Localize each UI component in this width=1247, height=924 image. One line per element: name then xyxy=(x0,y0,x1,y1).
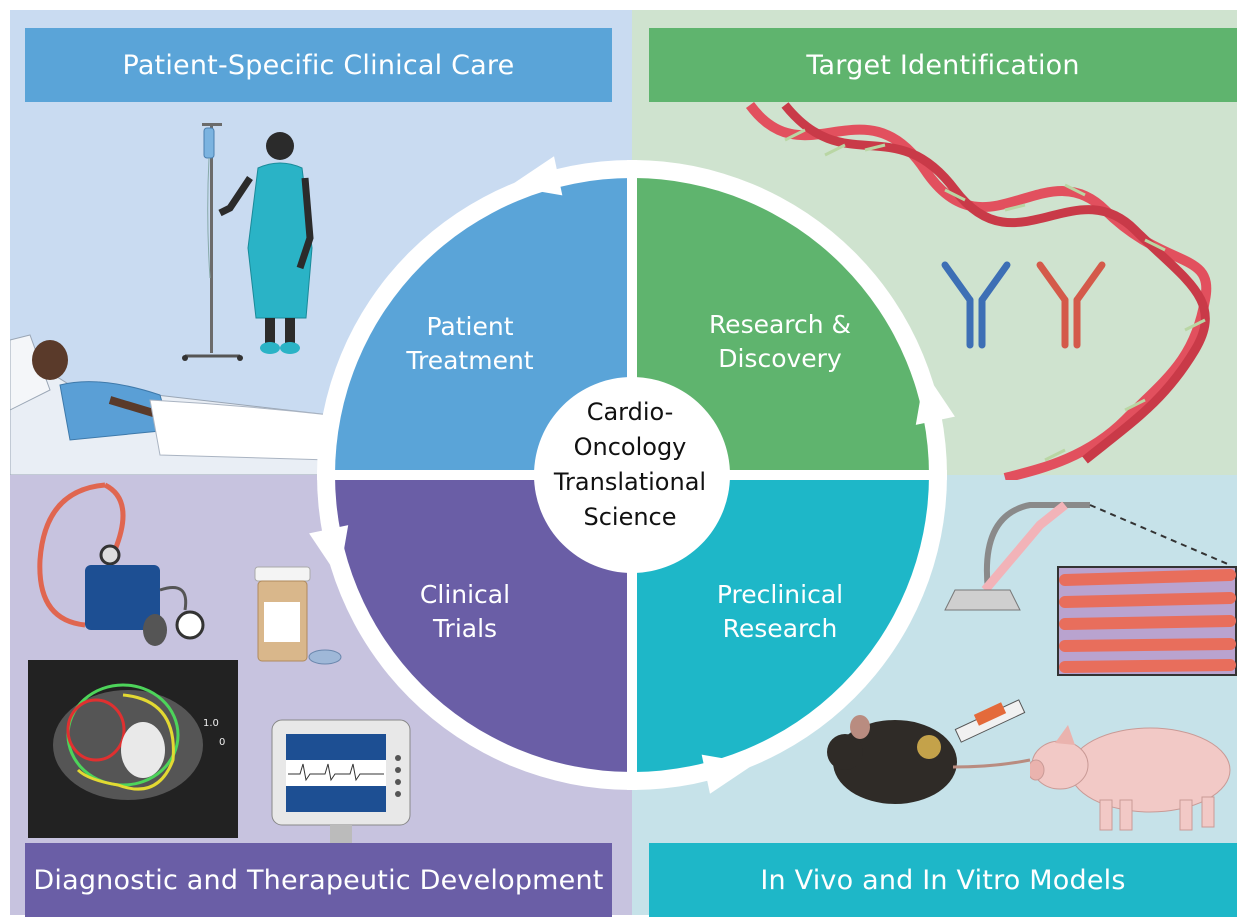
segment-label-line: Discovery xyxy=(718,344,842,373)
segment-patient-treatment xyxy=(335,178,632,475)
pig-illustration xyxy=(1030,725,1231,831)
cycle-arrow-bottom xyxy=(701,754,755,794)
cycle-arrow-right xyxy=(915,371,955,425)
segment-label-clinical-trials: Clinical Trials xyxy=(375,578,555,646)
center-title: Cardio- Oncology Translational Science xyxy=(540,395,720,535)
stethoscope-illustration xyxy=(37,482,205,646)
segment-label-line: Clinical xyxy=(419,580,511,609)
patient-in-bed-illustration xyxy=(10,334,330,475)
segment-clinical-trials xyxy=(335,475,632,772)
segment-label-line: Research xyxy=(722,614,838,643)
cycle-arrow-left xyxy=(309,525,349,579)
center-title-line: Science xyxy=(583,503,677,531)
pill-bottle-illustration xyxy=(254,566,342,665)
tissue-sample-illustration xyxy=(944,501,1237,676)
segment-label-line: Trials xyxy=(432,614,498,643)
center-hub xyxy=(534,377,730,573)
antibodies-illustration xyxy=(941,261,1106,349)
segment-research-discovery xyxy=(632,178,929,475)
segment-label-research-discovery: Research & Discovery xyxy=(680,308,880,376)
mri-scan-image: 1.0 0 xyxy=(28,660,238,838)
center-title-line: Translational xyxy=(553,468,707,496)
standing-patient-illustration xyxy=(182,123,314,361)
cycle-arrow-top xyxy=(509,156,563,196)
banner-target-identification: Target Identification xyxy=(649,28,1237,102)
segment-label-line: Preclinical xyxy=(716,580,844,609)
segment-label-preclinical-research: Preclinical Research xyxy=(680,578,880,646)
segment-label-line: Treatment xyxy=(406,346,534,375)
dna-helix-illustration xyxy=(745,101,1212,480)
segment-preclinical-research xyxy=(632,475,929,772)
segment-label-line: Research & xyxy=(708,310,852,339)
banner-clinical-care: Patient-Specific Clinical Care xyxy=(25,28,612,102)
center-title-line: Cardio- xyxy=(586,398,674,426)
mouse-illustration xyxy=(827,699,1031,804)
banner-diagnostic-development: Diagnostic and Therapeutic Development xyxy=(25,843,612,917)
ecg-monitor-illustration xyxy=(271,719,411,843)
mri-scale-zero: 0 xyxy=(219,737,225,748)
center-title-line: Oncology xyxy=(573,433,687,461)
banner-models: In Vivo and In Vitro Models xyxy=(649,843,1237,917)
segment-label-patient-treatment: Patient Treatment xyxy=(380,310,560,378)
mri-scale-value: 1.0 xyxy=(203,718,219,729)
segment-label-line: Patient xyxy=(426,312,514,341)
